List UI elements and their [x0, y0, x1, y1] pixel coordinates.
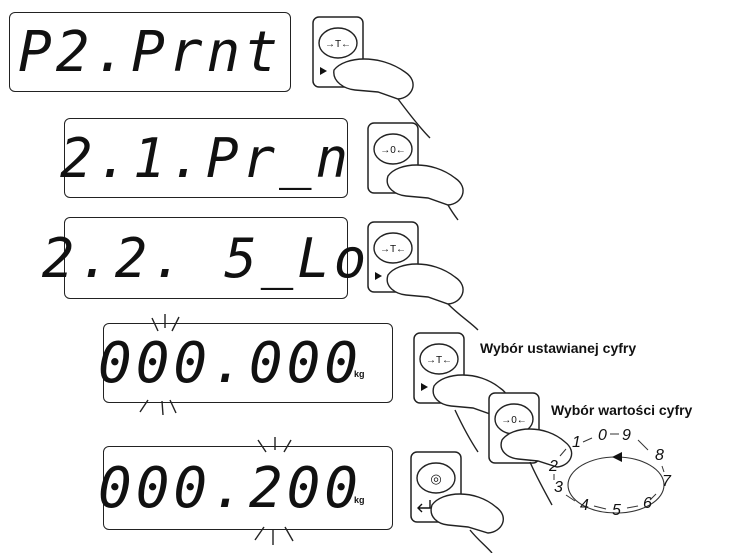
pressing-finger: [430, 493, 505, 553]
dial-digit-5: 5: [612, 502, 621, 519]
tare-button-label: →T←: [426, 355, 452, 366]
enter-symbol-icon: ◎: [430, 471, 441, 486]
dial-digit-7: 7: [662, 473, 672, 490]
play-triangle-icon: [421, 383, 428, 391]
display-value-000-000: 000.000 kg: [98, 323, 393, 403]
pressing-finger: [333, 58, 431, 139]
blink-marks-bottom-2: [254, 526, 294, 545]
play-triangle-icon: [375, 272, 382, 280]
dial-digits: 0 9 8 7 6 5 4 3 2 1: [548, 427, 672, 519]
display-text: 2.1.Pr_n: [59, 126, 353, 190]
display-text: 000.000: [98, 330, 363, 396]
dial-digit-2: 2: [548, 458, 558, 475]
tare-button-label: →T←: [325, 39, 351, 50]
display-text: 000.200: [98, 455, 363, 521]
dial-digit-9: 9: [622, 427, 631, 444]
blink-marks-top-2: [257, 437, 292, 453]
zero-button-label: →0←: [501, 415, 527, 426]
dial-digit-8: 8: [655, 447, 664, 464]
enter-arrow-icon: [417, 500, 431, 513]
dial-digit-6: 6: [643, 495, 652, 512]
blink-marks-top: [151, 314, 180, 332]
blink-marks-bottom: [139, 399, 177, 416]
display-p2-prnt: P2.Prnt: [9, 12, 291, 92]
dial-digit-1: 1: [572, 434, 581, 451]
unit-label: kg: [354, 495, 365, 505]
dial-digit-3: 3: [554, 479, 563, 496]
dial-digit-0: 0: [598, 427, 607, 444]
dial-dashes: [553, 433, 665, 510]
pressing-finger: [500, 428, 573, 506]
caption-value-select: Wybór wartości cyfry: [551, 402, 693, 418]
unit-label: kg: [354, 369, 365, 379]
caption-digit-select: Wybór ustawianej cyfry: [480, 340, 637, 356]
display-2-2-s-lo: 2.2. 5_Lo: [41, 217, 371, 299]
dial-arrow-icon: [612, 452, 622, 462]
display-value-000-200: 000.200 kg: [98, 446, 393, 530]
digit-dial: 0 9 8 7 6 5 4 3 2 1: [548, 427, 672, 519]
tare-button-label: →T←: [380, 244, 406, 255]
play-triangle-icon: [320, 67, 327, 75]
pressing-finger: [386, 263, 479, 331]
pressing-finger: [386, 164, 464, 221]
display-2-1-pr-n: 2.1.Pr_n: [59, 118, 353, 198]
display-text: P2.Prnt: [17, 19, 282, 85]
zero-button-label: →0←: [380, 145, 406, 156]
dial-digit-4: 4: [580, 497, 589, 514]
display-text: 2.2. 5_Lo: [41, 226, 371, 290]
